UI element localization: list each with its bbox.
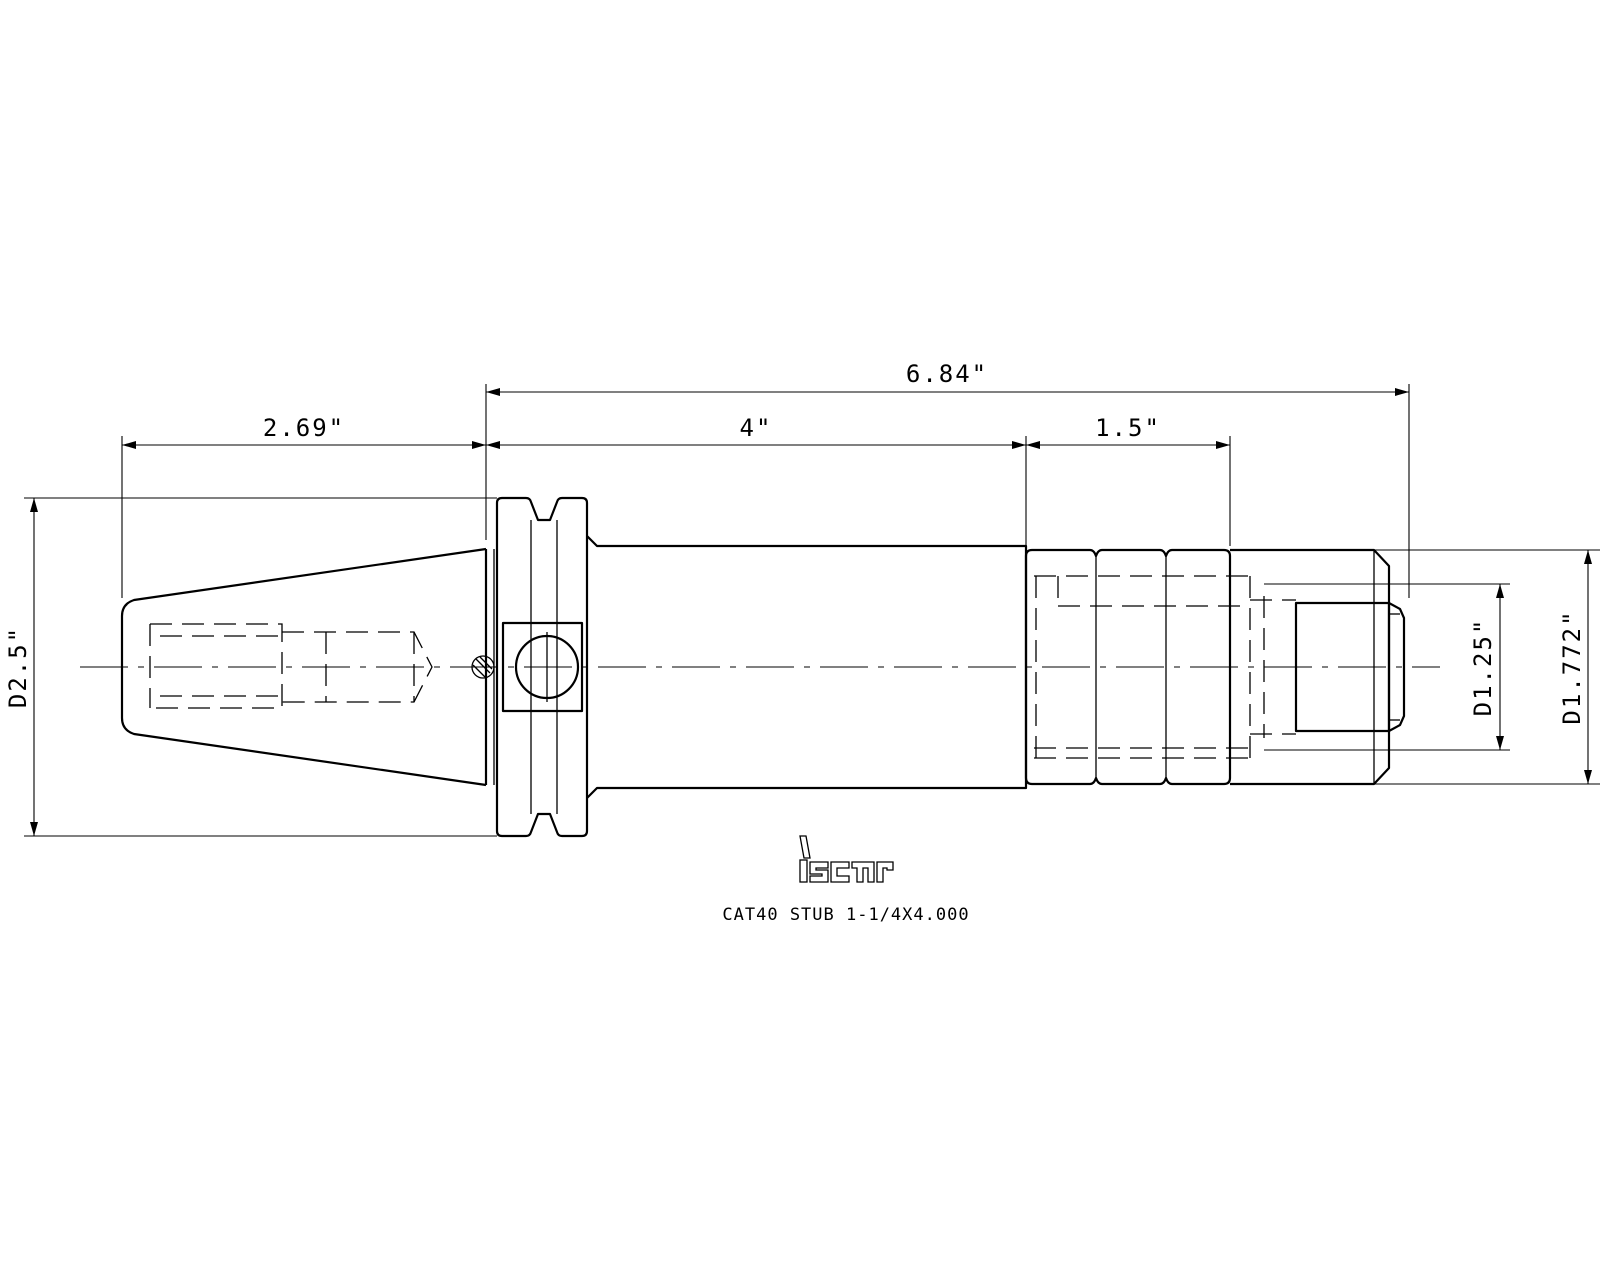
dim-body-length: 4"	[486, 414, 1027, 546]
v-flange	[495, 496, 589, 838]
taper-length-label: 2.69"	[263, 414, 345, 442]
product-caption: CAT40 STUB 1-1/4X4.000	[722, 905, 969, 925]
drive-pin	[471, 655, 495, 679]
dim-flange-diameter: D2.5"	[4, 497, 497, 837]
dim-overall-length: 6.84"	[485, 360, 1410, 598]
dim-taper-length: 2.69"	[121, 414, 486, 598]
nose-collar	[1230, 548, 1406, 786]
overall-length-label: 6.84"	[906, 360, 988, 388]
iscar-logo: iscar	[799, 835, 894, 883]
shank-diameter-label: D1.772"	[1558, 609, 1586, 724]
flange-diameter-label: D2.5"	[4, 626, 32, 708]
dim-shank-length: 1.5"	[1026, 414, 1231, 546]
taper-internal-bore	[149, 623, 433, 709]
body-length-label: 4"	[740, 414, 773, 442]
bore-diameter-label: D1.25"	[1469, 618, 1497, 717]
shank-length-label: 1.5"	[1095, 414, 1161, 442]
dim-bore-diameter: D1.25"	[1264, 583, 1510, 751]
grooved-shank	[1024, 548, 1250, 786]
dim-shank-diameter: D1.772"	[1374, 549, 1600, 785]
